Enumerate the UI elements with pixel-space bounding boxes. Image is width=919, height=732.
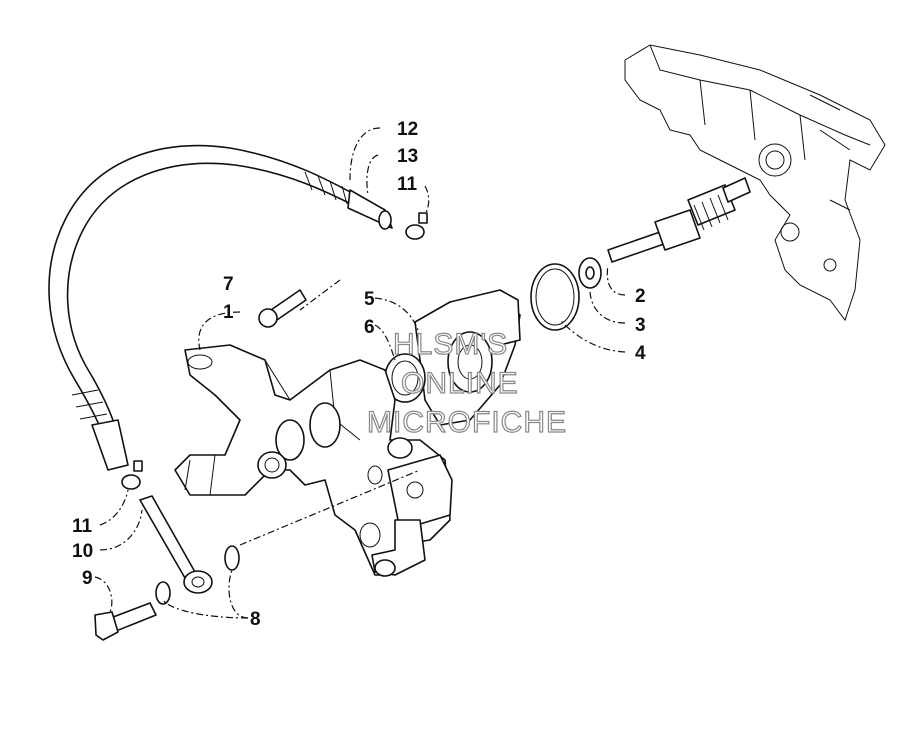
- sealing-washer: [155, 545, 240, 605]
- engine-case-outline: [624, 44, 886, 322]
- o-ring: [530, 263, 580, 331]
- watermark: HLSM'S ONLINE MICROFICHE: [366, 327, 567, 439]
- gasket: [384, 353, 426, 403]
- banjo-fitting: [139, 495, 213, 594]
- hose-clamp-upper: [405, 212, 428, 240]
- callout-12: 12: [397, 119, 418, 140]
- banjo-bolt: [94, 602, 157, 641]
- callout-5: 5: [364, 289, 375, 310]
- callout-8: 8: [250, 609, 261, 630]
- oil-hose: [48, 144, 393, 471]
- washer: [578, 257, 602, 289]
- leader-lines: [94, 127, 626, 619]
- callout-10: 10: [72, 541, 93, 562]
- watermark-line2: ONLINE: [401, 367, 519, 400]
- callout-3: 3: [635, 315, 646, 336]
- callout-6: 6: [364, 317, 375, 338]
- callout-2: 2: [635, 286, 646, 307]
- callout-4: 4: [635, 343, 646, 364]
- callout-9: 9: [82, 568, 93, 589]
- callout-11-upper: 11: [397, 174, 418, 195]
- mounting-bolt: [258, 289, 307, 328]
- hose-clamp-lower: [121, 460, 143, 490]
- pump-cover: [414, 289, 521, 426]
- watermark-line3: MICROFICHE: [367, 406, 567, 439]
- callout-13: 13: [397, 146, 418, 167]
- callout-labels: 1 2 3 4 5 6 7 8 9 10 11 11 12 13: [72, 119, 646, 630]
- callout-7: 7: [223, 274, 234, 295]
- callout-1: 1: [223, 302, 234, 323]
- drive-shaft: [607, 177, 751, 263]
- callout-11-lower: 11: [72, 516, 93, 537]
- watermark-line1: HLSM'S: [393, 328, 508, 361]
- oil-pump-body: [174, 344, 453, 577]
